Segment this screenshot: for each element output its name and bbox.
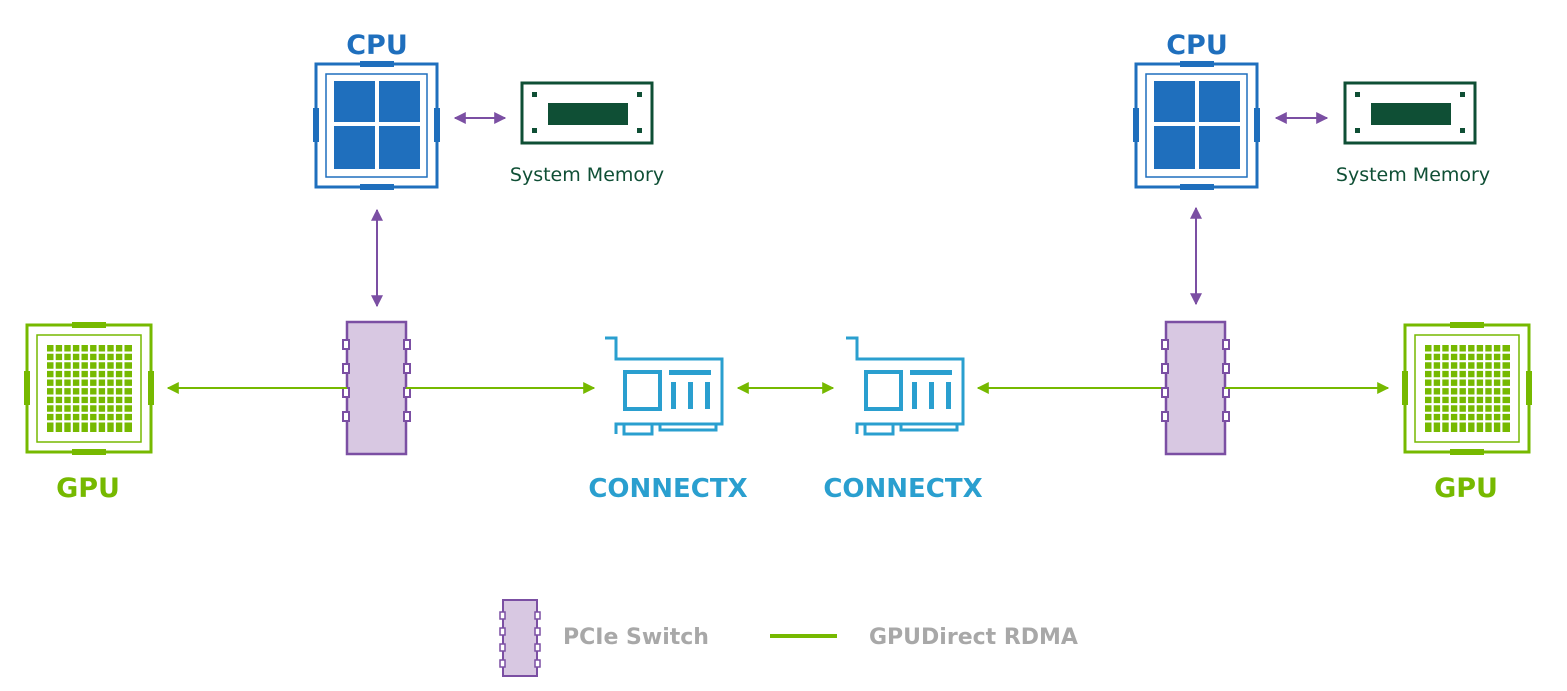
connectx-left-label: CONNECTX xyxy=(588,474,747,504)
gpu-right-node: GPU xyxy=(1402,322,1532,504)
connectx-right-label: CONNECTX xyxy=(823,474,982,504)
pcie-switch-left-icon xyxy=(342,320,411,456)
gpu-right-icon xyxy=(1402,322,1532,455)
connectx-right-node: CONNECTX xyxy=(823,336,983,504)
cpu-right-icon xyxy=(1133,61,1260,190)
cpu-right-label: CPU xyxy=(1166,30,1228,61)
gpu-left-node: GPU xyxy=(24,322,154,504)
memory-left-icon xyxy=(520,81,654,145)
legend: PCIe Switch GPUDirect RDMA xyxy=(499,599,1078,677)
memory-left-node: System Memory xyxy=(510,81,664,186)
gpu-left-label: GPU xyxy=(56,473,120,504)
memory-right-node: System Memory xyxy=(1336,81,1490,186)
memory-left-label: System Memory xyxy=(510,164,664,186)
gpu-left-core-grid xyxy=(47,345,132,432)
gpu-right-core-grid xyxy=(1425,345,1510,432)
cpu-left-node: CPU xyxy=(313,30,440,190)
legend-pcie-switch-icon xyxy=(499,599,541,677)
legend-pcie-switch-label: PCIe Switch xyxy=(563,625,709,650)
gpu-left-icon xyxy=(24,322,154,455)
pcie-switch-right-icon xyxy=(1161,320,1230,456)
connectx-right-icon xyxy=(846,336,965,436)
memory-right-icon xyxy=(1343,81,1477,145)
connectx-left-node: CONNECTX xyxy=(588,336,748,504)
legend-gpudirect-rdma-label: GPUDirect RDMA xyxy=(869,625,1078,650)
connectx-left-icon xyxy=(605,336,724,436)
gpu-right-label: GPU xyxy=(1434,473,1498,504)
cpu-left-label: CPU xyxy=(346,30,408,61)
cpu-left-icon xyxy=(313,61,440,190)
cpu-right-node: CPU xyxy=(1133,30,1260,190)
memory-right-label: System Memory xyxy=(1336,164,1490,186)
